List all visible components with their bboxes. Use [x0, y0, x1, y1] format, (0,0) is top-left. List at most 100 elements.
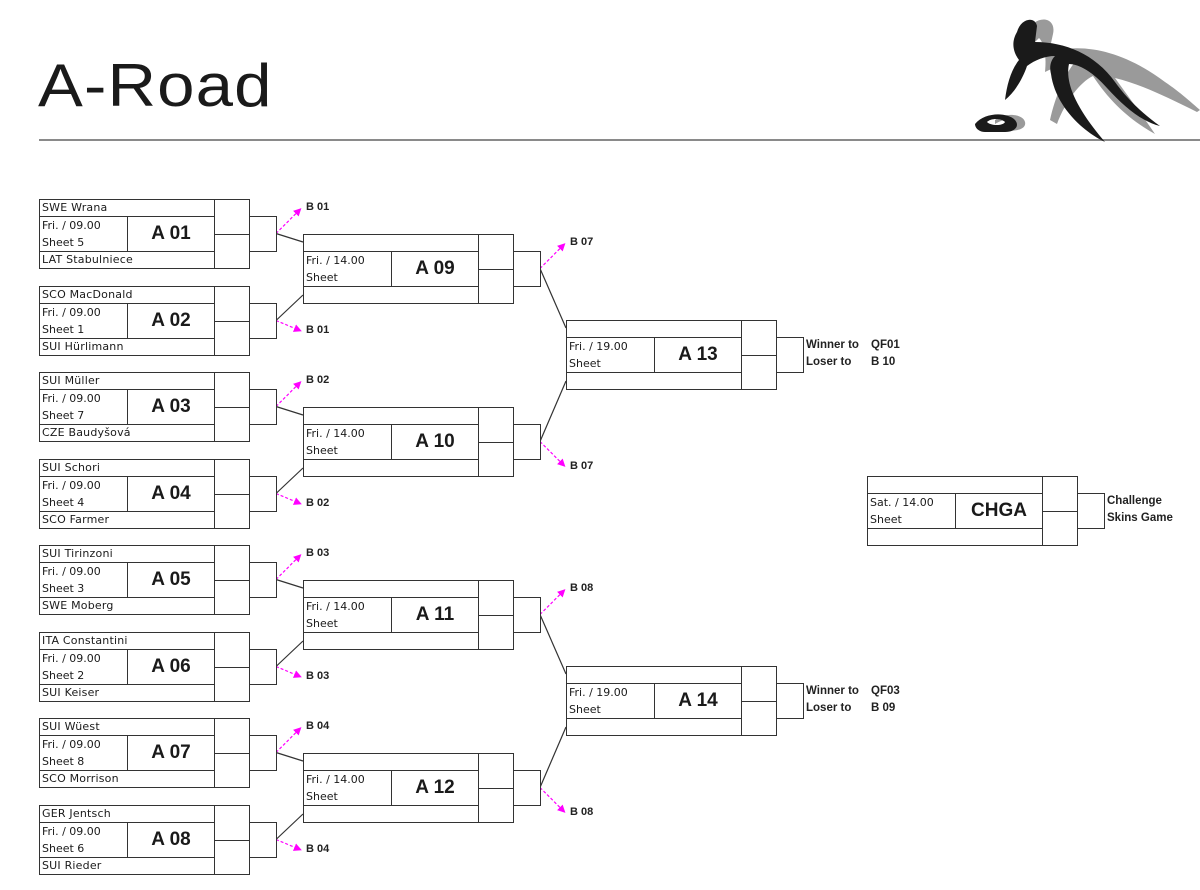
score-top[interactable]: [214, 286, 250, 322]
team-bottom[interactable]: SWE Moberg: [39, 597, 215, 615]
team-top[interactable]: SUI Schori: [39, 459, 215, 477]
team-bottom[interactable]: [303, 459, 479, 477]
team-bottom[interactable]: SUI Keiser: [39, 684, 215, 702]
team-top[interactable]: [303, 753, 479, 771]
winner-box[interactable]: [249, 735, 277, 771]
score-top[interactable]: [214, 545, 250, 581]
score-top[interactable]: [478, 407, 514, 443]
score-top[interactable]: [214, 199, 250, 235]
score-bottom[interactable]: [214, 493, 250, 529]
team-top[interactable]: SWE Wrana: [39, 199, 215, 217]
game-sheet: Sheet 7: [42, 409, 85, 422]
team-top[interactable]: SUI Müller: [39, 372, 215, 390]
score-bottom[interactable]: [214, 320, 250, 356]
team-bottom[interactable]: [303, 286, 479, 304]
team-top[interactable]: SUI Wüest: [39, 718, 215, 736]
score-bottom[interactable]: [478, 614, 514, 650]
score-top[interactable]: [741, 666, 777, 702]
winner-box[interactable]: [513, 424, 541, 460]
team-top[interactable]: [303, 580, 479, 598]
score-top[interactable]: [1042, 476, 1078, 512]
score-top[interactable]: [214, 632, 250, 668]
game-time: Fri. / 09.00: [42, 479, 101, 492]
winner-box[interactable]: [249, 649, 277, 685]
score-bottom[interactable]: [214, 233, 250, 269]
team-top[interactable]: [867, 476, 1043, 494]
team-bottom[interactable]: SUI Rieder: [39, 857, 215, 875]
winner-box[interactable]: [776, 337, 804, 373]
score-bottom[interactable]: [478, 441, 514, 477]
team-bottom[interactable]: LAT Stabulniece: [39, 251, 215, 269]
winner-box[interactable]: [249, 216, 277, 252]
game-sheet: Sheet: [569, 703, 601, 716]
team-top[interactable]: SCO MacDonald: [39, 286, 215, 304]
score-top[interactable]: [478, 580, 514, 616]
team-top[interactable]: [566, 666, 742, 684]
team-bottom[interactable]: [867, 528, 1043, 546]
team-bottom[interactable]: [566, 372, 742, 390]
team-top[interactable]: ITA Constantini: [39, 632, 215, 650]
winner-box[interactable]: [249, 389, 277, 425]
game-code: A 12: [391, 770, 479, 806]
score-top[interactable]: [214, 805, 250, 841]
score-top[interactable]: [741, 320, 777, 356]
score-bottom[interactable]: [741, 354, 777, 390]
team-bottom[interactable]: [303, 632, 479, 650]
team-top[interactable]: SUI Tirinzoni: [39, 545, 215, 563]
team-top[interactable]: GER Jentsch: [39, 805, 215, 823]
team-bottom[interactable]: [303, 805, 479, 823]
team-top[interactable]: [566, 320, 742, 338]
winner-box[interactable]: [249, 562, 277, 598]
score-top[interactable]: [214, 718, 250, 754]
team-bottom[interactable]: SUI Hürlimann: [39, 338, 215, 356]
team-top[interactable]: [303, 407, 479, 425]
score-bottom[interactable]: [741, 700, 777, 736]
score-bottom[interactable]: [1042, 510, 1078, 546]
score-bottom[interactable]: [478, 268, 514, 304]
winner-box[interactable]: [249, 822, 277, 858]
winner-box[interactable]: [1077, 493, 1105, 529]
team-bottom[interactable]: CZE Baudyšová: [39, 424, 215, 442]
score-top[interactable]: [214, 459, 250, 495]
score-bottom[interactable]: [214, 752, 250, 788]
score-bottom[interactable]: [214, 839, 250, 875]
score-top[interactable]: [478, 753, 514, 789]
winner-box[interactable]: [776, 683, 804, 719]
winner-box[interactable]: [513, 251, 541, 287]
score-top[interactable]: [478, 234, 514, 270]
team-bottom[interactable]: SCO Farmer: [39, 511, 215, 529]
score-bottom[interactable]: [214, 579, 250, 615]
team-bottom[interactable]: SCO Morrison: [39, 770, 215, 788]
score-bottom[interactable]: [478, 787, 514, 823]
team-top[interactable]: [303, 234, 479, 252]
winner-box[interactable]: [513, 770, 541, 806]
winner-box[interactable]: [513, 597, 541, 633]
winner-box[interactable]: [249, 303, 277, 339]
score-top[interactable]: [214, 372, 250, 408]
score-bottom[interactable]: [214, 406, 250, 442]
team-bottom[interactable]: [566, 718, 742, 736]
score-bottom[interactable]: [214, 666, 250, 702]
winner-box[interactable]: [249, 476, 277, 512]
